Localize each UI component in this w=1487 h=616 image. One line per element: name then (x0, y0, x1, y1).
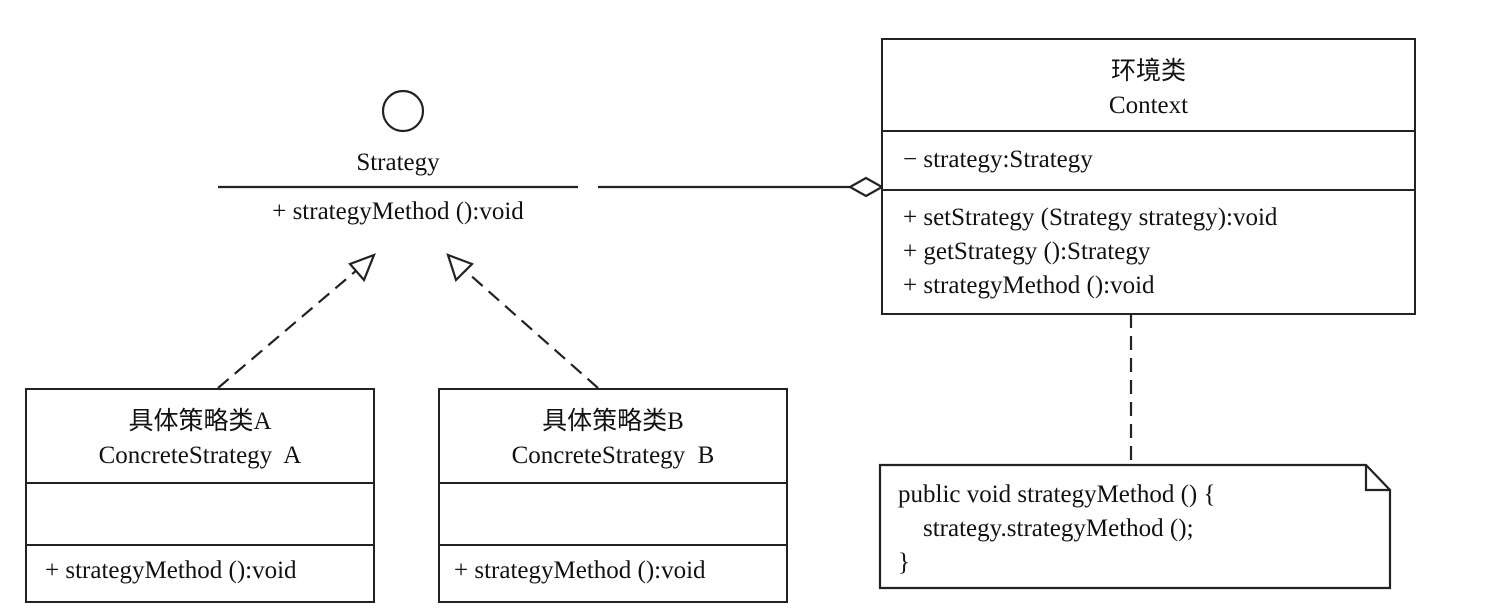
concrete-a-divider-1 (27, 482, 373, 484)
context-divider-1 (883, 130, 1414, 132)
interface-name: Strategy (356, 149, 440, 176)
context-title-cn: 环境类 (1110, 58, 1186, 85)
concrete-b-divider-1 (440, 482, 786, 484)
note-line: strategy.strategyMethod (); (898, 515, 1194, 542)
realization-line-b (459, 265, 599, 389)
context-divider-2 (883, 189, 1414, 191)
concrete-strategy-a-class: 具体策略类A ConcreteStrategy A + strategyMeth… (25, 388, 375, 603)
concrete-strategy-b-class: 具体策略类B ConcreteStrategy B + strategyMeth… (438, 388, 788, 603)
realization-arrowhead-b-icon (446, 253, 474, 283)
concrete-a-title-en: ConcreteStrategy A (98, 442, 302, 469)
context-class: 环境类 Context − strategy:Strategy + setStr… (881, 38, 1416, 315)
concrete-b-title-cn: 具体策略类B (542, 408, 684, 435)
context-method: + strategyMethod ():void (903, 272, 1155, 299)
realization-arrowhead-a-icon (348, 253, 376, 283)
note-line: public void strategyMethod () { (898, 481, 1216, 508)
aggregation-diamond-icon (847, 176, 885, 198)
interface-circle-icon (381, 89, 425, 133)
concrete-b-method: + strategyMethod ():void (454, 557, 706, 584)
context-attribute: − strategy:Strategy (903, 146, 1093, 173)
concrete-a-method: + strategyMethod ():void (45, 557, 297, 584)
context-method: + getStrategy ():Strategy (903, 238, 1151, 265)
context-title-en: Context (1108, 92, 1189, 119)
note-shape (878, 463, 1392, 590)
note-fold-icon (1364, 465, 1390, 492)
concrete-b-title-en: ConcreteStrategy B (511, 442, 715, 469)
concrete-a-title-cn: 具体策略类A (128, 408, 272, 435)
realization-line-a (217, 263, 365, 389)
context-method: + setStrategy (Strategy strategy):void (903, 204, 1278, 231)
note-line: } (898, 549, 910, 576)
interface-method: + strategyMethod ():void (272, 198, 524, 225)
concrete-a-divider-2 (27, 544, 373, 546)
concrete-b-divider-2 (440, 544, 786, 546)
